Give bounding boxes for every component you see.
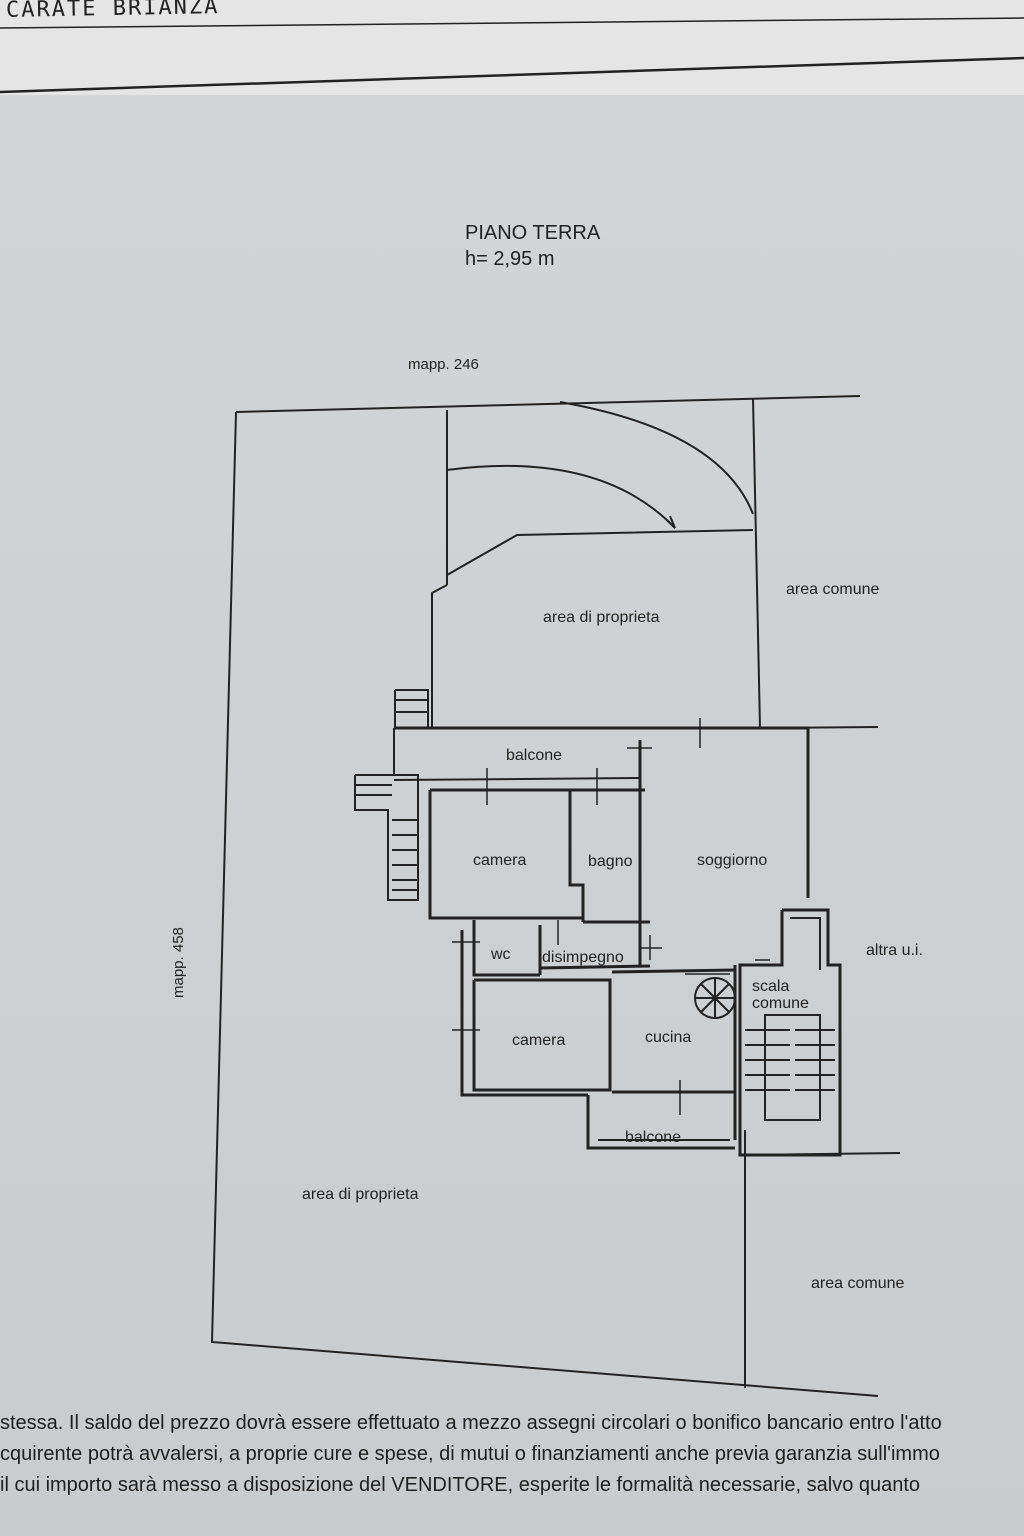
label-comune: comune [752,995,809,1012]
label-wc: wc [491,946,511,963]
courtyard-gate-line [446,529,754,576]
stair-tower-inner [790,917,821,970]
cucina-top [611,968,736,974]
upper-stair [394,689,429,729]
exterior-stair-treads [355,784,418,891]
boundary-left-bottom [210,411,879,1397]
exterior-stair [354,774,419,901]
label-camera-2: camera [512,1032,566,1049]
lower-left-wall [460,930,588,1097]
form-header-strip: CARATE BRIANZA [0,0,1024,95]
plan-title: PIANO TERRA h= 2,95 m [465,220,600,272]
disimpegno-bottom [539,964,651,970]
label-altra-ui: altra u.i. [866,942,923,959]
gate-arrow [666,515,676,529]
label-area-proprieta-top: area di proprieta [543,609,660,626]
floor-height: h= 2,95 m [465,248,555,270]
camera1-walls [430,788,585,922]
floor-name: PIANO TERRA [465,222,601,244]
label-bagno: bagno [588,853,633,870]
boundary-top [235,395,861,413]
label-camera-1: camera [473,852,527,869]
contract-line-2: cquirente potrà avvalersi, a proprie cur… [0,1443,940,1465]
stair-well [764,1014,821,1121]
label-balcone-top: balcone [506,747,563,764]
courtyard-left-jog [431,584,448,728]
contract-text: stessa. Il saldo del prezzo dovrà essere… [0,1408,1024,1501]
balcone-inner-line [393,777,641,781]
gate-arc-outer [559,401,754,515]
label-soggiorno: soggiorno [697,852,768,869]
label-mapp-top: mapp. 246 [408,356,479,373]
header-line [0,17,1024,29]
stair-tower-walls [738,908,842,1157]
label-area-comune-bottom: area comune [811,1275,905,1292]
wc-walls [472,920,540,977]
stair-treads [745,1029,835,1091]
label-scala: scala [752,978,790,995]
label-balcone-bottom: balcone [625,1129,682,1146]
contract-line-3: il cui importo sarà messo a disposizione… [0,1474,921,1496]
header-border [0,56,1024,94]
balcone-bottom-walls [586,1095,735,1150]
camera2-walls [472,978,612,1092]
opening-marks [452,718,770,1115]
label-mapp-left: mapp. 458 [170,927,187,998]
camera1-left-bottom [428,790,583,920]
label-disimpegno: disimpegno [542,949,624,966]
contract-line-1: stessa. Il saldo del prezzo dovrà essere… [0,1412,942,1434]
courtyard-right-wall [752,397,761,729]
house-top-wall [394,726,810,898]
gate-arc-inner [446,464,676,529]
label-cucina: cucina [645,1029,692,1046]
label-area-comune-top: area comune [786,581,880,598]
label-area-proprieta-bottom: area di proprieta [302,1186,419,1203]
